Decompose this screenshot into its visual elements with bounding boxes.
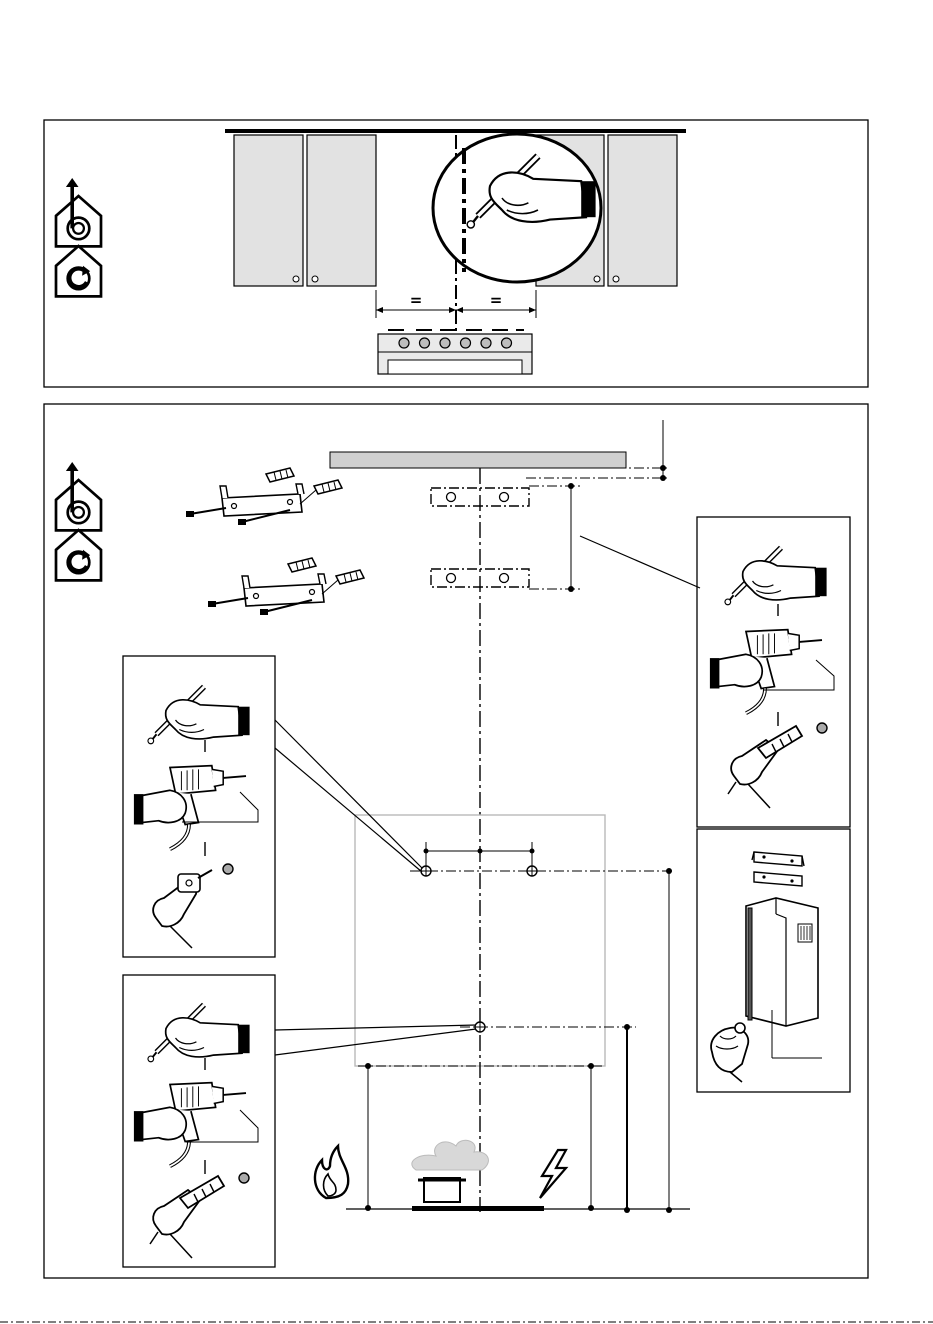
hob-knob (481, 338, 491, 348)
ceiling-dimensions (526, 420, 700, 592)
recirculation-house-icon (56, 246, 101, 296)
gas-flame-icon (315, 1146, 348, 1198)
chimney-cover (746, 898, 822, 1058)
pencil-marking-hand-icon (148, 687, 250, 744)
hob-knob (440, 338, 450, 348)
ducted-extraction-house-icon (56, 178, 101, 246)
drill-hand-icon (134, 766, 246, 850)
ceiling (330, 452, 626, 468)
panel-top: = = (44, 120, 868, 387)
pencil-marking-hand-icon (725, 548, 827, 605)
cooking-pot-icon (412, 1140, 489, 1202)
plug-insert-hand-icon (150, 1173, 249, 1258)
drill-hand-icon (134, 1083, 246, 1167)
magnifier-detail (433, 134, 601, 282)
drill-hand-icon (710, 630, 822, 714)
hob-clearance (346, 1063, 690, 1211)
bracket-kit-lower (208, 558, 364, 615)
bracket-kit-upper (186, 468, 342, 525)
equal-mark-left: = (410, 291, 423, 309)
left-hood-fixing-steps (123, 656, 275, 957)
left-safety-screw-steps (123, 975, 275, 1267)
chimney-assembly (697, 829, 850, 1092)
plug-insert-hand-icon (153, 864, 233, 948)
plug-insert-hand-icon (728, 723, 827, 808)
cooker-hob (378, 330, 532, 374)
electric-lightning-icon (540, 1150, 566, 1198)
hob-knob (461, 338, 471, 348)
chimney-brackets (752, 852, 804, 886)
hob-knob (420, 338, 430, 348)
ducted-extraction-house-icon (56, 462, 101, 530)
upper-bracket-fixing-steps (697, 517, 850, 827)
equal-mark-right: = (490, 291, 503, 309)
pencil-marking-hand-icon (148, 1005, 250, 1062)
hob-knob (502, 338, 512, 348)
callout-lines (275, 720, 476, 1055)
hand-fitting-chimney-icon (711, 1023, 748, 1082)
panel-bottom (44, 404, 868, 1278)
recirculation-house-icon (56, 530, 101, 580)
hob-knob (399, 338, 409, 348)
